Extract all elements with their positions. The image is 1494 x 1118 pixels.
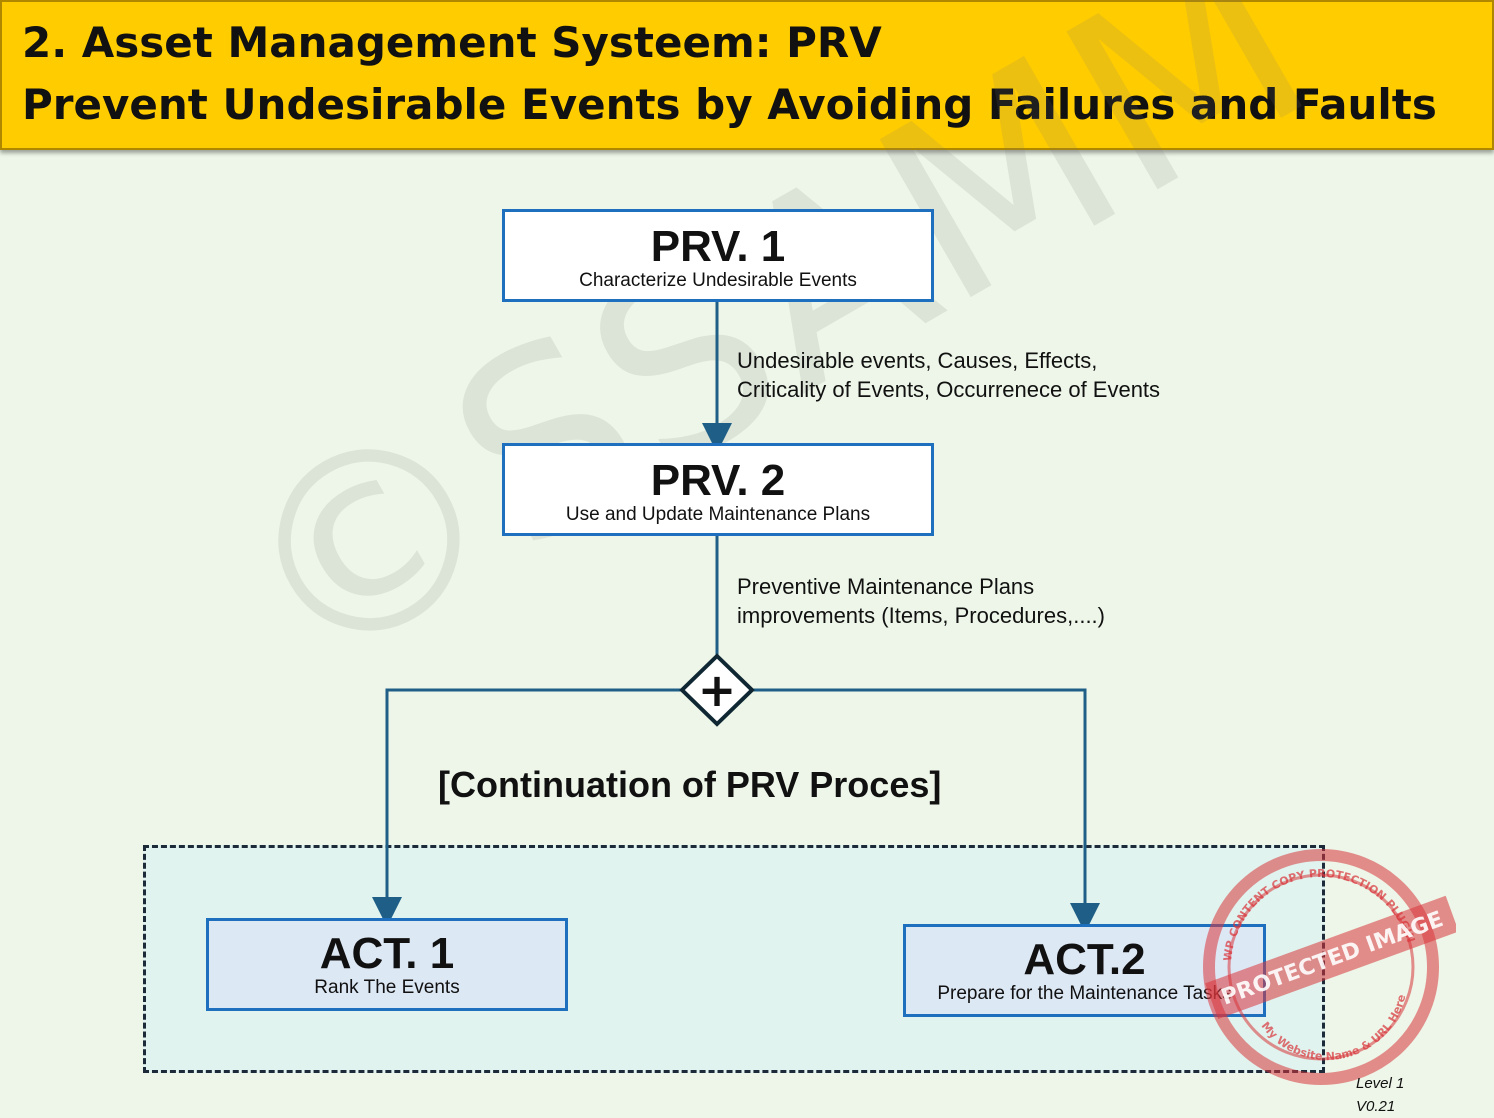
title-line-1: 2. Asset Management Systeem: PRV (22, 18, 882, 67)
flow-label-prv2-out: Preventive Maintenance Plans improvement… (737, 572, 1105, 630)
title-banner: 2. Asset Management Systeem: PRV Prevent… (0, 0, 1494, 150)
continuation-label: [Continuation of PRV Proces] (438, 764, 942, 805)
node-code: PRV. 1 (650, 222, 786, 271)
node-prv2[interactable]: PRV. 2 Use and Update Maintenance Plans (502, 443, 934, 536)
node-label: Use and Update Maintenance Plans (565, 504, 871, 525)
version-note: Level 1 V0.21 (1356, 1072, 1404, 1118)
node-prv1[interactable]: PRV. 1 Characterize Undesirable Events (502, 209, 934, 302)
node-label: Rank The Events (314, 977, 460, 998)
version-text: V0.21 (1356, 1098, 1396, 1115)
node-label: Prepare for the Maintenance Tasks (937, 983, 1232, 1004)
flow-label-line: Undesirable events, Causes, Effects, (737, 348, 1098, 373)
node-code: PRV. 2 (650, 456, 786, 505)
node-act1[interactable]: ACT. 1 Rank The Events (206, 918, 568, 1011)
flow-label-prv1-prv2: Undesirable events, Causes, Effects, Cri… (737, 346, 1160, 404)
node-code: ACT.2 (1023, 935, 1146, 984)
parallel-gateway: + (679, 653, 755, 727)
flow-label-line: Preventive Maintenance Plans (737, 574, 1035, 599)
protected-image-stamp: WP CONTENT COPY PROTECTION PLUGIN My Web… (1203, 849, 1456, 1085)
level-text: Level 1 (1356, 1075, 1405, 1092)
gateway-plus-icon: + (698, 663, 737, 717)
node-code: ACT. 1 (319, 929, 455, 978)
title-line-2: Prevent Undesirable Events by Avoiding F… (22, 80, 1437, 129)
flow-label-line: improvements (Items, Procedures,....) (737, 603, 1105, 628)
connector-gateway-act2 (752, 688, 1100, 933)
connector-gateway-act1 (372, 688, 683, 927)
flow-label-line: Criticality of Events, Occurrenece of Ev… (737, 377, 1161, 402)
node-label: Characterize Undesirable Events (579, 270, 857, 291)
